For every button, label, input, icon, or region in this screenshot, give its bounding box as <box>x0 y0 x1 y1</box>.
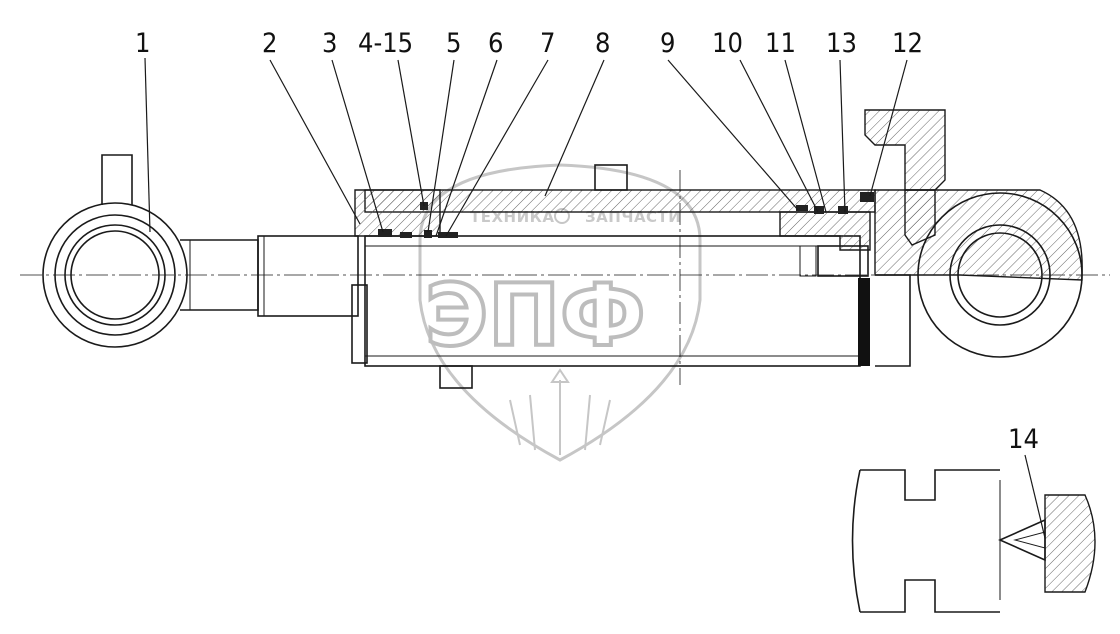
callout-9: 9 <box>660 28 675 59</box>
callout-6: 6 <box>488 28 503 59</box>
cylinder-head <box>351 189 458 364</box>
callout-2: 2 <box>262 28 277 59</box>
callout-11: 11 <box>765 28 796 59</box>
callout-4-15: 4-15 <box>358 28 413 59</box>
watermark-shield <box>418 163 702 462</box>
cap-end-eye <box>860 109 1083 367</box>
callout-10: 10 <box>712 28 743 59</box>
callout-13: 13 <box>826 28 857 59</box>
callout-1: 1 <box>135 28 150 59</box>
rod-end-eye <box>42 154 259 348</box>
callout-5: 5 <box>446 28 461 59</box>
wheat-icon <box>509 368 611 455</box>
leader-lines <box>144 57 1046 539</box>
detail-view <box>851 469 1096 613</box>
callout-8: 8 <box>595 28 610 59</box>
callout-12: 12 <box>892 28 923 59</box>
callout-7: 7 <box>540 28 555 59</box>
callout-labels: 1 2 3 4-15 5 6 7 8 9 10 11 13 12 14 <box>135 28 1039 455</box>
watermark-logo: ЭПФ <box>425 266 645 366</box>
watermark: ТЕХНИКА ЗАПЧАСТИ ЭПФ <box>418 163 702 462</box>
callout-14: 14 <box>1008 424 1039 455</box>
piston-rod <box>257 235 359 317</box>
callout-3: 3 <box>322 28 337 59</box>
piston <box>779 205 871 366</box>
